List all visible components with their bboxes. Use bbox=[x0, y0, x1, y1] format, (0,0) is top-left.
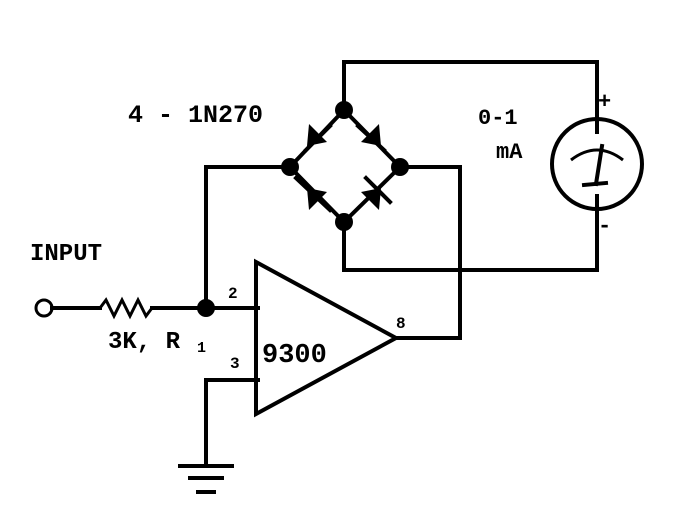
ground-symbol bbox=[178, 464, 234, 494]
diode-top-left bbox=[303, 123, 333, 153]
diode-bottom-right bbox=[361, 175, 393, 210]
opamp-triangle bbox=[254, 258, 401, 418]
resistor-subscript: 1 bbox=[197, 340, 206, 357]
meter-unit-label: mA bbox=[496, 140, 523, 165]
diode-bridge-label: 4 - 1N270 bbox=[128, 101, 263, 130]
junction-bridge-left bbox=[281, 158, 299, 176]
pin-2-label: 2 bbox=[228, 285, 238, 303]
opamp-label: 9300 bbox=[262, 341, 327, 371]
meter-0-1ma bbox=[550, 117, 644, 211]
meter-wire-bottom bbox=[342, 194, 599, 272]
diode-bottom-left bbox=[293, 175, 333, 213]
junction-bridge-right bbox=[391, 158, 409, 176]
pin-8-label: 8 bbox=[396, 315, 406, 333]
meter-wire-top bbox=[342, 60, 599, 134]
resistor-r1 bbox=[98, 296, 154, 320]
input-terminal bbox=[34, 298, 54, 318]
meter-plus-label: + bbox=[598, 90, 611, 115]
junction-bridge-bottom bbox=[335, 213, 353, 231]
ground-wire bbox=[204, 378, 260, 468]
diode-top-right bbox=[355, 123, 387, 153]
input-label: INPUT bbox=[30, 241, 102, 268]
output-wire bbox=[394, 165, 462, 340]
junction-inverting-node bbox=[197, 299, 215, 317]
feedback-wire-left bbox=[204, 165, 292, 304]
meter-minus-label: - bbox=[598, 214, 611, 239]
diode-bridge-diamond bbox=[287, 107, 403, 225]
resistor-label: 3K, R bbox=[108, 329, 181, 356]
junction-bridge-top bbox=[335, 101, 353, 119]
pin-3-label: 3 bbox=[230, 355, 240, 373]
meter-range-label: 0-1 bbox=[478, 106, 518, 131]
